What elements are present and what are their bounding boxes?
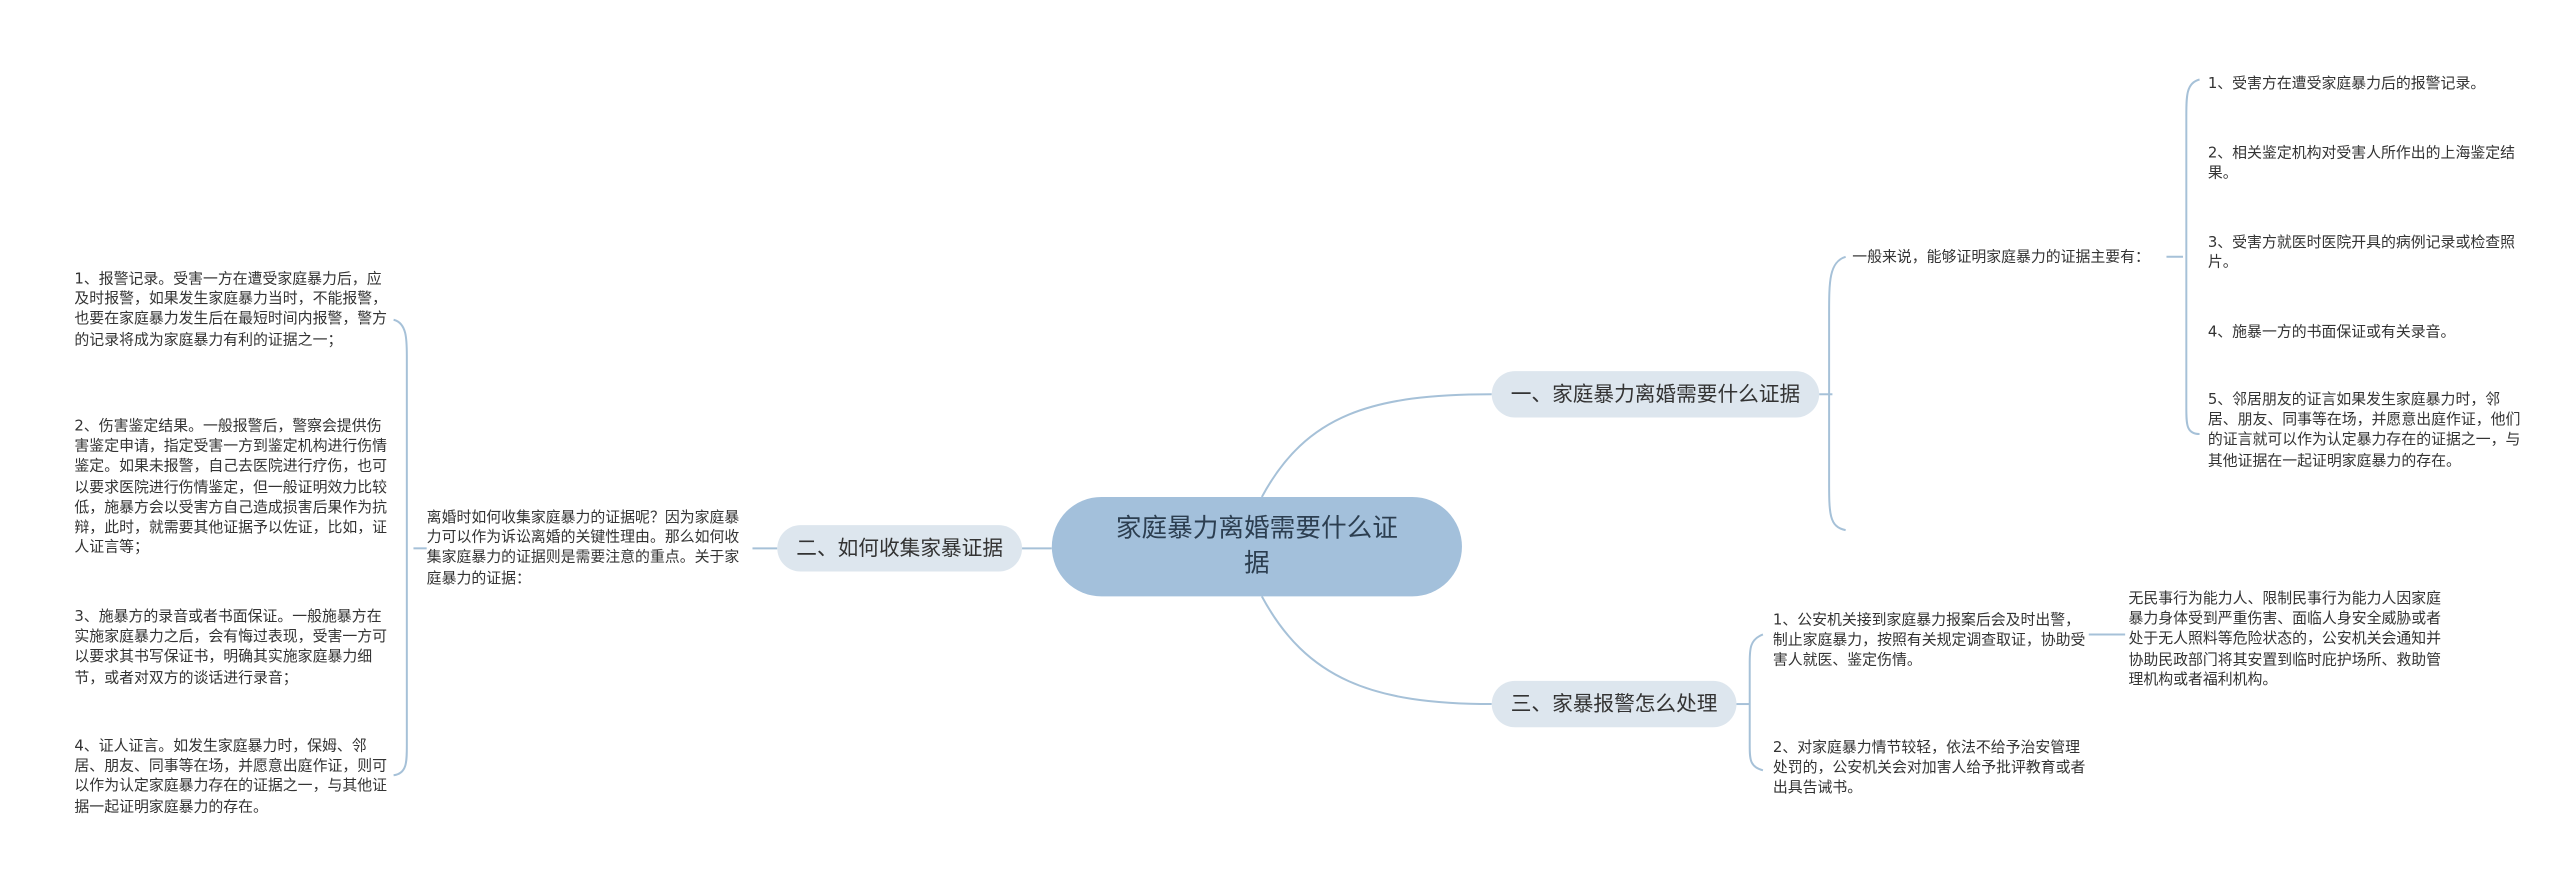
- root-topic[interactable]: 家庭暴力离婚需要什么证据: [1051, 496, 1462, 597]
- collect-item-1[interactable]: 1、报警记录。受害一方在遭受家庭暴力后，应及时报警，如果发生家庭暴力当时，不能报…: [74, 271, 388, 349]
- bracket-items1: [2185, 78, 2200, 436]
- police-item-2[interactable]: 2、对家庭暴力情节较轻，依法不给予治安管理处罚的，公安机关会对加害人给予批评教育…: [1772, 740, 2086, 798]
- police-item-1-detail[interactable]: 无民事行为能力人、限制民事行为能力人因家庭暴力身体受到严重伤害、面临人身安全威胁…: [2128, 591, 2442, 689]
- collect-intro[interactable]: 离婚时如何收集家庭暴力的证据呢？因为家庭暴力可以作为诉讼离婚的关键性理由。那么如…: [426, 510, 740, 588]
- evidence-item-3[interactable]: 3、受害方就医时医院开具的病例记录或检查照片。: [2207, 235, 2515, 273]
- bracket-items2: [393, 318, 408, 777]
- evidence-item-1[interactable]: 1、受害方在遭受家庭暴力后的报警记录。: [2207, 76, 2486, 93]
- link-root-branch-1: [1260, 393, 1492, 498]
- evidence-item-2[interactable]: 2、相关鉴定机构对受害人所作出的上海鉴定结果。: [2207, 145, 2515, 183]
- collect-item-3[interactable]: 3、施暴方的录音或者书面保证。一般施暴方在实施家庭暴力之后，会有悔过表现，受害一…: [74, 609, 388, 687]
- branch-evidence[interactable]: 一、家庭暴力离婚需要什么证据: [1491, 371, 1820, 418]
- evidence-intro[interactable]: 一般来说，能够证明家庭暴力的证据主要有：: [1852, 250, 2150, 267]
- evidence-item-4[interactable]: 4、施暴一方的书面保证或有关录音。: [2207, 324, 2456, 342]
- collect-item-2[interactable]: 2、伤害鉴定结果。一般报警后，警察会提供伤害鉴定申请，指定受害一方到鉴定机构进行…: [74, 419, 388, 557]
- bracket-items3: [1748, 633, 1764, 772]
- police-item-1[interactable]: 1、公安机关接到家庭暴力报案后会及时出警，制止家庭暴力，按照有关规定调查取证，协…: [1772, 612, 2086, 670]
- evidence-item-5[interactable]: 5、邻居朋友的证言如果发生家庭暴力时，邻居、朋友、同事等在场，并愿意出庭作证，他…: [2207, 392, 2521, 470]
- link-root-branch-3: [1260, 595, 1492, 706]
- branch-police[interactable]: 三、家暴报警怎么处理: [1491, 680, 1737, 728]
- collect-item-4[interactable]: 4、证人证言。如发生家庭暴力时，保姆、邻居、朋友、同事等在场，并愿意出庭作证，则…: [74, 738, 388, 817]
- branch-collect[interactable]: 二、如何收集家暴证据: [777, 525, 1023, 572]
- bracket-branch1: [1828, 255, 1846, 532]
